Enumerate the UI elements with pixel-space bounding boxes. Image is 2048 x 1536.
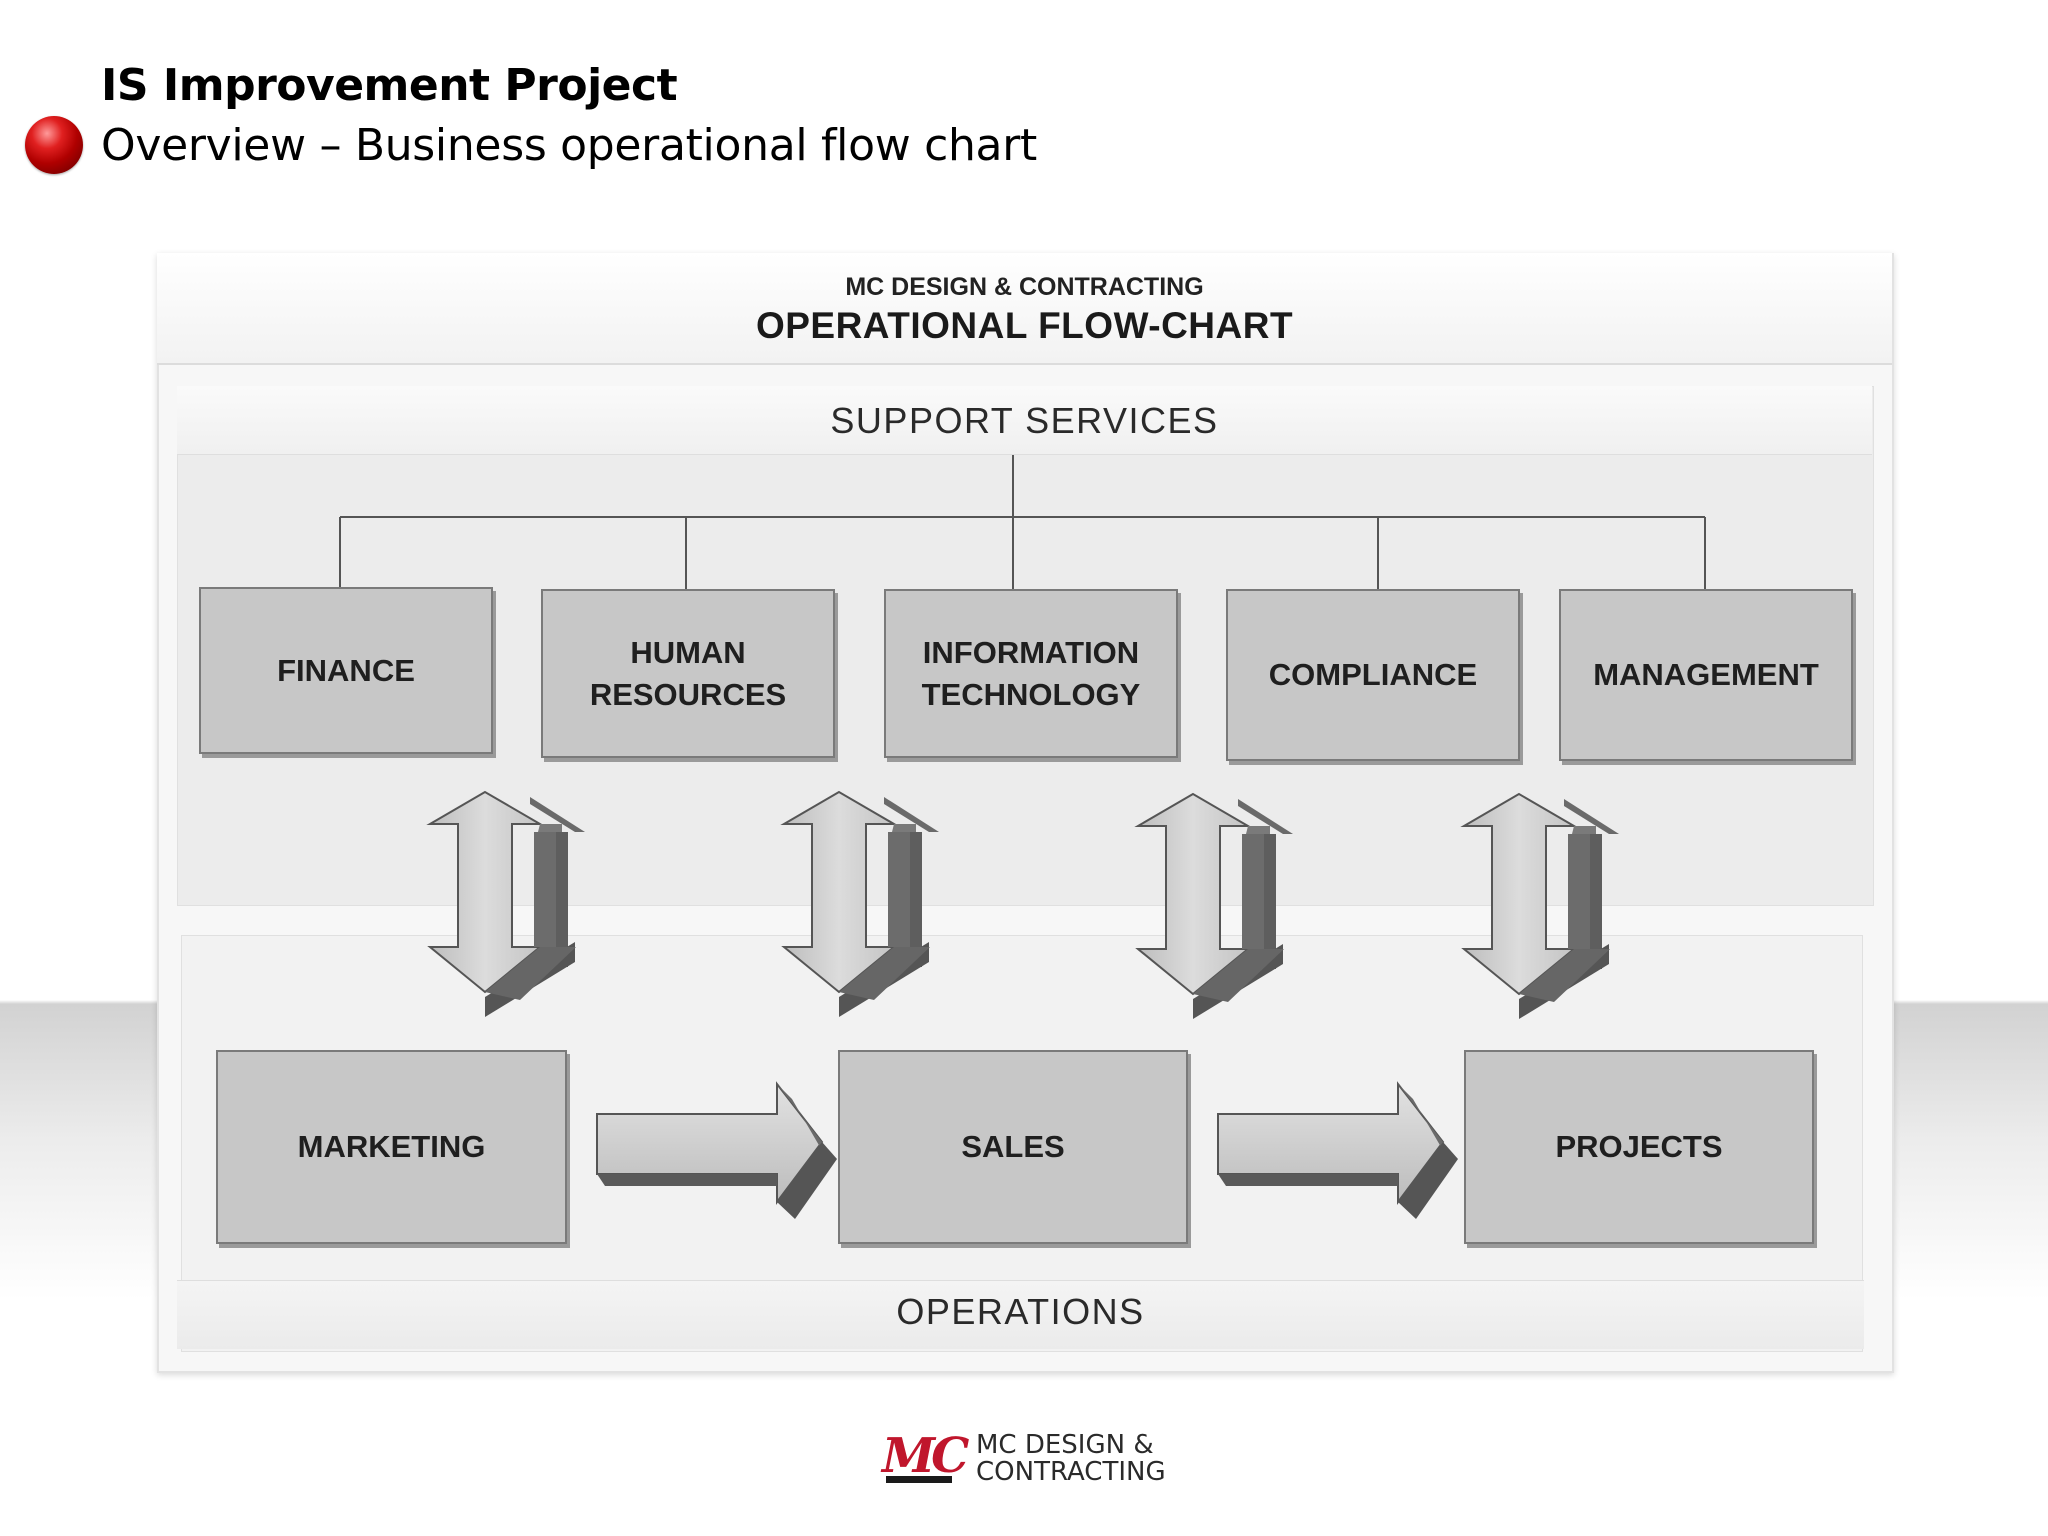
double-arrow-4	[1463, 793, 1620, 1020]
ops-unit-sales: SALES	[838, 1050, 1188, 1244]
flow-arrow-marketing-to-sales	[596, 1083, 838, 1220]
chart-header: MC DESIGN & CONTRACTING OPERATIONAL FLOW…	[157, 253, 1892, 365]
company-logo: MC MC DESIGN & CONTRACTING	[882, 1424, 1172, 1494]
double-arrow-3	[1137, 793, 1294, 1020]
logo-underline	[886, 1476, 952, 1483]
support-unit-human-resources: HUMAN RESOURCES	[541, 589, 835, 758]
support-unit-information-technology: INFORMATION TECHNOLOGY	[884, 589, 1178, 758]
bullet-icon	[25, 116, 83, 174]
ops-unit-marketing: MARKETING	[216, 1050, 567, 1244]
support-unit-finance: FINANCE	[199, 587, 493, 754]
slide-header: IS Improvement Project Overview – Busine…	[0, 0, 2048, 190]
slide-subtitle: Overview – Business operational flow cha…	[101, 120, 1037, 171]
logo-text: MC DESIGN & CONTRACTING	[976, 1430, 1166, 1488]
chart-company-name: MC DESIGN & CONTRACTING	[845, 273, 1204, 301]
double-arrow-1	[429, 791, 586, 1018]
support-unit-compliance: COMPLIANCE	[1226, 589, 1520, 761]
operations-label: OPERATIONS	[896, 1291, 1145, 1332]
operations-banner: OPERATIONS	[177, 1280, 1864, 1349]
slide-title: IS Improvement Project	[101, 60, 678, 111]
support-services-label: SUPPORT SERVICES	[830, 400, 1219, 441]
flow-arrow-sales-to-projects	[1217, 1083, 1459, 1220]
chart-title: OPERATIONAL FLOW-CHART	[755, 305, 1294, 346]
support-services-banner: SUPPORT SERVICES	[177, 386, 1872, 455]
support-unit-management: MANAGEMENT	[1559, 589, 1853, 761]
double-arrow-2	[783, 791, 940, 1018]
ops-unit-projects: PROJECTS	[1464, 1050, 1814, 1244]
logo-mark: MC	[882, 1428, 969, 1484]
